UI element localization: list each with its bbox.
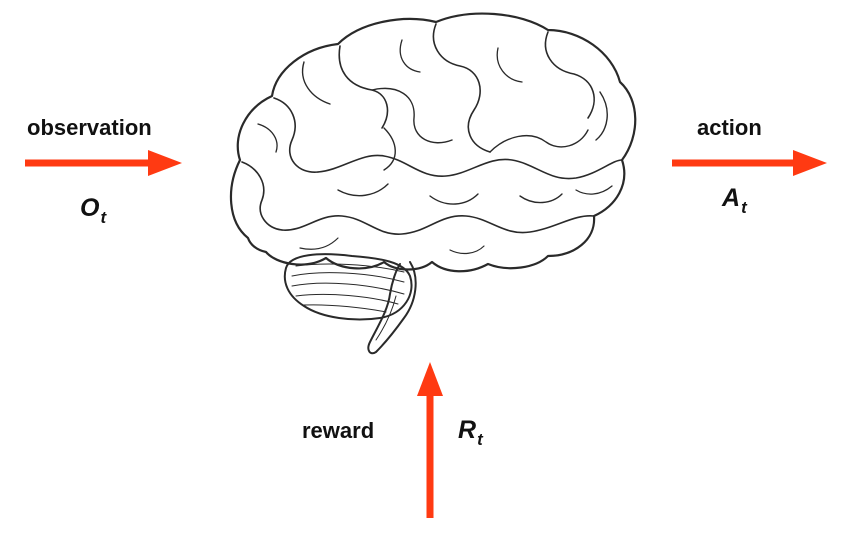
action-symbol-subscript: t <box>741 198 747 217</box>
reward-arrow <box>417 362 443 518</box>
observation-arrow-head <box>148 150 182 176</box>
action-symbol: At <box>722 184 747 217</box>
observation-symbol-letter: O <box>80 194 100 222</box>
reward-symbol-subscript: t <box>477 430 483 449</box>
action-arrow <box>672 150 827 176</box>
reward-symbol-letter: R <box>458 416 477 444</box>
reward-arrow-head <box>417 362 443 396</box>
observation-symbol-subscript: t <box>100 208 107 227</box>
action-label: action <box>697 115 762 140</box>
observation-symbol: Ot <box>80 194 106 227</box>
observation-arrow <box>25 150 182 176</box>
action-arrow-head <box>793 150 827 176</box>
action-symbol-letter: A <box>722 184 741 212</box>
cerebellum-outline <box>283 253 413 321</box>
reward-label: reward <box>302 418 375 443</box>
observation-label: observation <box>27 115 152 140</box>
brainstem-outline <box>367 261 417 355</box>
reward-symbol: Rt <box>458 416 483 449</box>
